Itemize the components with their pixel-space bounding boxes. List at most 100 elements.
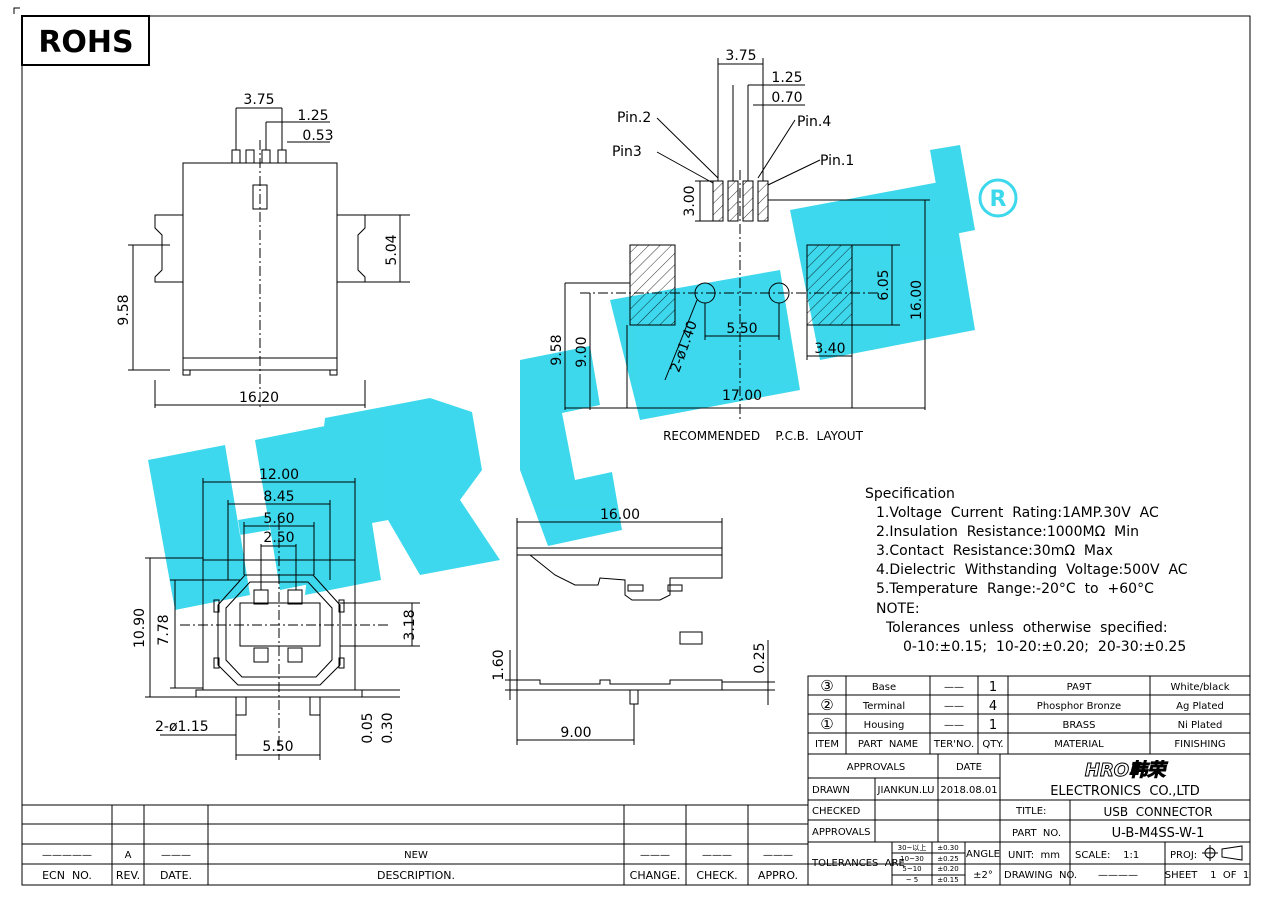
svg-text:1: 1 bbox=[989, 680, 997, 695]
svg-text:Base: Base bbox=[872, 682, 896, 693]
dim-top-504: 5.04 bbox=[384, 234, 400, 265]
svg-text:QTY.: QTY. bbox=[982, 739, 1003, 750]
dim-front-hole: 2-ø1.15 bbox=[155, 719, 209, 735]
drawn-label: DRAWN bbox=[812, 785, 850, 796]
svg-text:TER'NO.: TER'NO. bbox=[933, 739, 974, 750]
angle-label: ANGLE bbox=[966, 849, 1000, 860]
rohs-text: ROHS bbox=[38, 25, 133, 60]
tolerances-label: TOLERANCES ARE bbox=[811, 858, 905, 869]
scale-label: SCALE: 1:1 bbox=[1075, 850, 1139, 861]
dim-pcb-070: 0.70 bbox=[771, 90, 802, 106]
dim-front-1090: 10.90 bbox=[132, 608, 148, 648]
svg-text:DESCRIPTION.: DESCRIPTION. bbox=[377, 869, 455, 882]
dim-side-1600: 16.00 bbox=[600, 507, 640, 523]
svg-text:BRASS: BRASS bbox=[1063, 720, 1096, 731]
svg-text:±0.25: ±0.25 bbox=[937, 855, 958, 863]
dim-top-1620: 16.20 bbox=[239, 390, 279, 406]
svg-text:~ 5: ~ 5 bbox=[906, 876, 919, 884]
tolerance-rows: 30~以上 ±0.30 10~30 ±0.25 5~10 ±0.20 ~ 5 ±… bbox=[898, 843, 959, 884]
drawing-no-label: DRAWING NO. bbox=[1004, 870, 1077, 881]
svg-text:A: A bbox=[125, 850, 132, 861]
spec-line-1: 1.Voltage Current Rating:1AMP.30V AC bbox=[876, 505, 1159, 521]
drawn-by: JIANKUN.LU bbox=[877, 785, 935, 796]
svg-text:—————: ————— bbox=[42, 850, 92, 861]
spec-line-5: 5.Temperature Range:-20°C to +60°C bbox=[876, 581, 1154, 597]
side-view bbox=[505, 518, 775, 745]
pcb-caption: RECOMMENDED P.C.B. LAYOUT bbox=[663, 429, 864, 443]
svg-text:30~以上: 30~以上 bbox=[898, 843, 927, 852]
svg-text:PA9T: PA9T bbox=[1067, 682, 1093, 693]
svg-text:②: ② bbox=[820, 696, 833, 714]
svg-text:FINISHING: FINISHING bbox=[1174, 739, 1225, 750]
spec-line-4: 4.Dielectric Withstanding Voltage:500V A… bbox=[876, 562, 1188, 578]
dim-front-250: 2.50 bbox=[263, 530, 294, 546]
svg-text:REV.: REV. bbox=[116, 869, 140, 882]
dim-top-958: 9.58 bbox=[116, 294, 132, 325]
projection-icon bbox=[1202, 845, 1243, 861]
svg-text:PART NAME: PART NAME bbox=[858, 739, 918, 750]
svg-text:———: ——— bbox=[702, 850, 732, 861]
part-no-label: PART NO. bbox=[1012, 828, 1061, 839]
dim-front-005: 0.05 bbox=[360, 712, 376, 743]
svg-text:±0.20: ±0.20 bbox=[937, 865, 958, 873]
approvals-label: APPROVALS bbox=[847, 762, 906, 773]
sheet-label: SHEET 1 OF 1 bbox=[1165, 870, 1249, 881]
dim-front-030: 0.30 bbox=[380, 712, 396, 743]
dim-top-375: 3.75 bbox=[243, 92, 274, 108]
unit-label: UNIT: mm bbox=[1008, 850, 1060, 861]
svg-text:CHECK.: CHECK. bbox=[696, 869, 737, 882]
svg-text:MATERIAL: MATERIAL bbox=[1054, 739, 1104, 750]
svg-text:——: —— bbox=[944, 720, 964, 731]
svg-text:APPRO.: APPRO. bbox=[758, 869, 798, 882]
svg-text:Ag Plated: Ag Plated bbox=[1176, 701, 1224, 712]
bom-row-1: ① Housing —— 1 BRASS Ni Plated bbox=[820, 715, 1222, 733]
dim-top-125: 1.25 bbox=[297, 108, 328, 124]
svg-text:①: ① bbox=[820, 715, 833, 733]
svg-text:NEW: NEW bbox=[404, 850, 428, 861]
svg-text:5~10: 5~10 bbox=[902, 865, 921, 873]
drawing-no-value: ———— bbox=[1098, 870, 1138, 881]
dim-front-845: 8.45 bbox=[263, 489, 294, 505]
dim-pcb-1600: 16.00 bbox=[909, 280, 925, 320]
spec-line-3: 3.Contact Resistance:30mΩ Max bbox=[876, 543, 1113, 559]
svg-text:———: ——— bbox=[161, 850, 191, 861]
approvals2-label: APPROVALS bbox=[812, 827, 871, 838]
svg-text:DATE.: DATE. bbox=[160, 869, 192, 882]
revision-row: ————— A ——— NEW ——— ——— ——— bbox=[42, 850, 793, 861]
dim-pcb-125: 1.25 bbox=[771, 70, 802, 86]
title-value: USB CONNECTOR bbox=[1103, 805, 1212, 819]
dim-side-160: 1.60 bbox=[491, 649, 507, 680]
svg-text:———: ——— bbox=[640, 850, 670, 861]
top-view bbox=[128, 107, 410, 410]
svg-text:Phosphor Bronze: Phosphor Bronze bbox=[1037, 701, 1121, 712]
pin3-label: Pin3 bbox=[612, 144, 642, 160]
bom-table bbox=[807, 675, 1251, 755]
spec-title: Specification bbox=[865, 486, 955, 502]
company-name: ELECTRONICS CO.,LTD bbox=[1050, 784, 1200, 799]
title-block bbox=[807, 753, 1251, 886]
svg-text:Terminal: Terminal bbox=[862, 701, 905, 712]
svg-text:CHANGE.: CHANGE. bbox=[630, 869, 681, 882]
svg-text:——: —— bbox=[944, 682, 964, 693]
dim-front-550: 5.50 bbox=[262, 739, 293, 755]
svg-text:ECN NO.: ECN NO. bbox=[42, 869, 92, 882]
checked-label: CHECKED bbox=[812, 806, 861, 817]
front-view bbox=[145, 478, 420, 760]
dim-pcb-300: 3.00 bbox=[682, 185, 698, 216]
svg-text:10~30: 10~30 bbox=[900, 855, 924, 863]
pin2-label: Pin.2 bbox=[617, 110, 651, 126]
dim-pcb-605: 6.05 bbox=[876, 269, 892, 300]
bom-header: ITEM PART NAME TER'NO. QTY. MATERIAL FIN… bbox=[815, 739, 1226, 750]
pin1-label: Pin.1 bbox=[820, 153, 854, 169]
dim-front-1200: 12.00 bbox=[259, 467, 299, 483]
bom-row-3: ③ Base —— 1 PA9T White/black bbox=[820, 677, 1229, 695]
title-label: TITLE: bbox=[1015, 806, 1046, 817]
svg-text:——: —— bbox=[944, 701, 964, 712]
svg-text:1: 1 bbox=[989, 718, 997, 733]
angle-value: ±2° bbox=[973, 870, 993, 881]
dim-front-318: 3.18 bbox=[402, 609, 418, 640]
svg-text:R: R bbox=[990, 187, 1007, 212]
svg-text:③: ③ bbox=[820, 677, 833, 695]
part-no-value: U-B-M4SS-W-1 bbox=[1112, 826, 1205, 841]
